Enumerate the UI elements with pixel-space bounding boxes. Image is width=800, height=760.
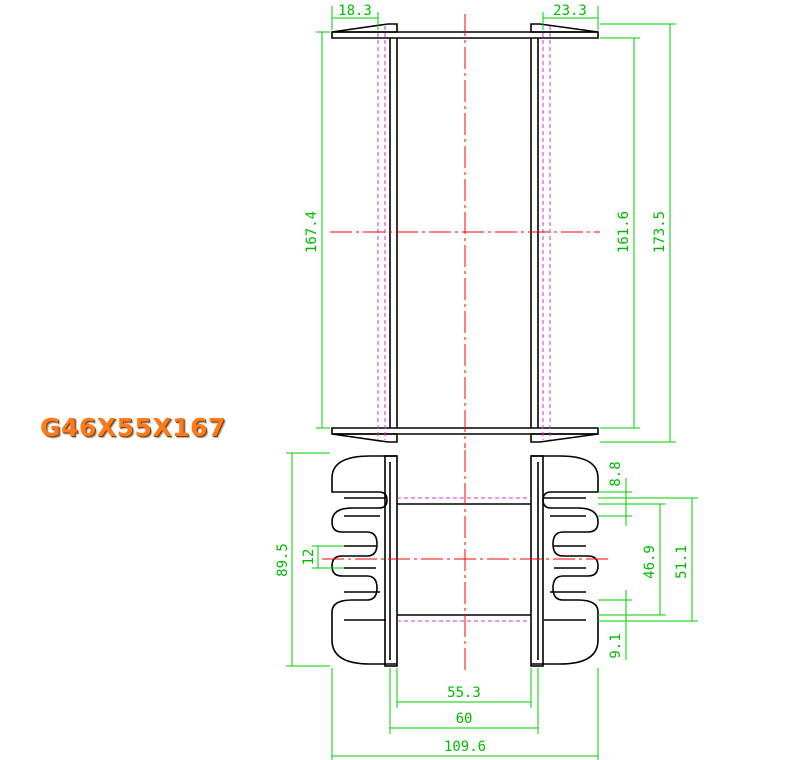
dim-bottom-slot: 9.1 xyxy=(608,633,624,658)
dim-core-height: 46.9 xyxy=(642,545,658,579)
dim-window-height: 51.1 xyxy=(674,545,690,579)
dim-bottom-overall-height: 89.5 xyxy=(275,543,291,577)
side-view xyxy=(330,14,600,448)
dim-slot-width: 12 xyxy=(301,549,317,566)
dim-top-left-flange: 18.3 xyxy=(338,3,372,19)
dim-top-right-flange: 23.3 xyxy=(553,3,587,19)
dim-total-height: 173.5 xyxy=(652,211,668,253)
top-left-tab xyxy=(331,23,398,33)
bottom-right-tab xyxy=(530,433,599,443)
dim-inner-height: 161.6 xyxy=(616,211,632,253)
top-flange xyxy=(331,31,599,39)
bottom-left-tab xyxy=(331,433,398,443)
left-comb-inner xyxy=(344,497,386,621)
dim-overall-width: 109.6 xyxy=(444,739,486,755)
dimension-lines xyxy=(286,6,698,760)
dim-core-width: 55.3 xyxy=(447,685,481,701)
dim-top-slot: 8.8 xyxy=(608,461,624,486)
left-comb-outline xyxy=(331,455,397,665)
right-comb-inner xyxy=(544,497,586,621)
dim-window-width: 60 xyxy=(456,711,473,727)
model-label: G46X55X167 xyxy=(40,413,226,442)
right-post xyxy=(530,455,544,667)
top-right-tab xyxy=(530,23,599,33)
right-comb-outline xyxy=(531,455,599,665)
left-post xyxy=(384,455,398,667)
dim-left-height: 167.4 xyxy=(304,211,320,253)
end-view xyxy=(322,450,608,672)
dimension-labels: 18.3 23.3 167.4 161.6 173.5 89.5 12 8.8 … xyxy=(275,3,690,755)
